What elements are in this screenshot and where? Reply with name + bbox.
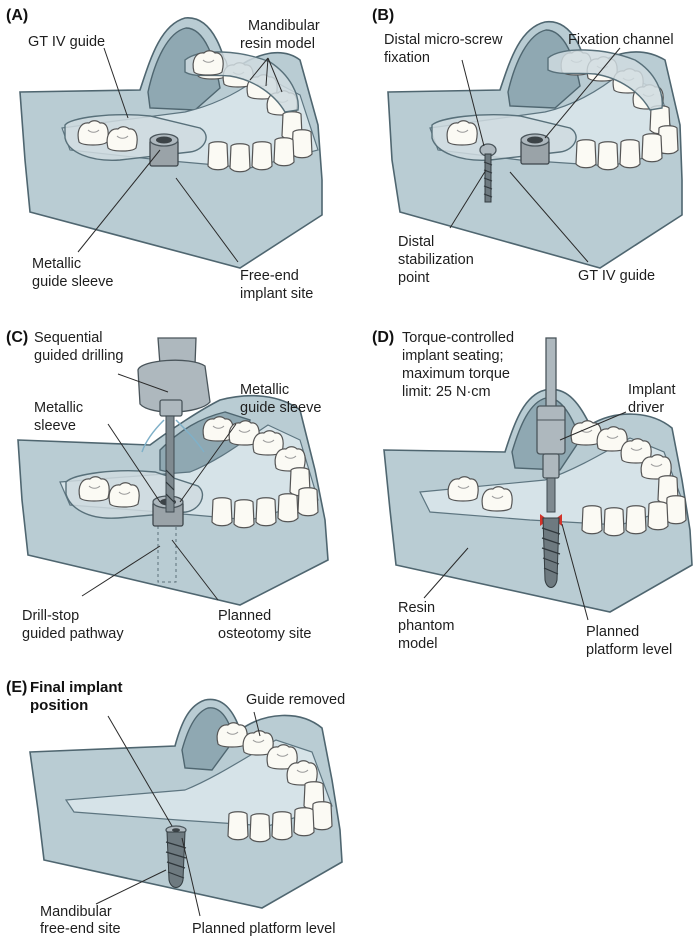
panel-c-leader-drill [117,373,169,393]
panel-d-label-torque-3: maximum torque [402,366,510,382]
panel-a-label-site-1: Free-end [240,268,299,284]
panel-b-tag: (B) [372,7,394,24]
panel-c-label-drill-1: Sequential [34,330,103,346]
panel-e-leader-removed [253,711,261,737]
panel-b: (B) [372,7,683,286]
panel-e: (E) [6,679,345,937]
panel-b-leader-channel [544,47,621,139]
panel-d-label-torque-4: limit: 25 N·cm [402,384,491,400]
panel-a-label-model-2: resin model [240,36,315,52]
panel-c-label-sleeve-2: sleeve [34,418,76,434]
panel-b-fixation-channel-sleeve [520,133,550,165]
panel-c-label-stop-1: Drill-stop [22,608,79,624]
panel-b-label-channel: Fixation channel [568,32,674,48]
panel-b-label-guide: GT IV guide [578,268,655,284]
panel-b-label-screw-2: fixation [384,50,430,66]
panel-d-leader-platform [561,523,589,621]
panel-a-leader-model [249,57,283,93]
panel-e-label-site-2: free-end site [40,921,121,937]
panel-e-label-removed: Guide removed [246,692,345,708]
panel-d: (D) [372,329,693,658]
panel-b-leader-guide [509,171,589,263]
panel-c-label-osteo-1: Planned [218,608,271,624]
panel-c-label-osteo-2: osteotomy site [218,626,312,642]
panel-e-label-platform: Planned platform level [192,921,335,937]
panel-d-label-platform-2: platform level [586,642,672,658]
panel-b-label-stab-2: stabilization [398,252,474,268]
panel-c: (C) [6,329,329,642]
panel-d-label-torque-2: implant seating; [402,348,504,364]
panel-e-label-site-1: Mandibular [40,904,112,920]
panel-a-tag: (A) [6,7,28,24]
panel-b-micro-screw [479,143,497,203]
panel-a-label-guide: GT IV guide [28,34,105,50]
panel-d-label-driver-2: driver [628,400,664,416]
panel-a-label-sleeve-1: Metallic [32,256,81,272]
panel-a-leader-guide [103,47,129,119]
panel-c-label-drill-2: guided drilling [34,348,123,364]
panel-a: (A) [6,7,323,302]
panel-e-final-implant [165,825,187,888]
panel-a-leader-site [175,177,239,263]
panel-e-leader-site [95,869,167,905]
panel-c-tag: (C) [6,329,28,346]
panel-e-label-final-2: position [30,697,88,714]
panel-c-leader-sleeve [107,423,161,503]
panel-a-metallic-sleeve [149,133,179,167]
panel-c-drill-handpiece [137,337,211,513]
panel-d-leader-phantom [423,547,469,599]
panel-d-label-phantom-2: phantom [398,618,454,634]
panel-a-label-site-2: implant site [240,286,313,302]
panel-b-label-stab-1: Distal [398,234,434,250]
panel-d-label-phantom-3: model [398,636,438,652]
panel-d-implant-driver [536,337,566,513]
panel-b-leader-stab [449,169,487,229]
panel-b-label-stab-3: point [398,270,429,286]
panel-c-label-gsleeve-1: Metallic [240,382,289,398]
panel-a-label-model-1: Mandibular [248,18,320,34]
panel-e-leader-platform [181,837,201,917]
panel-c-leader-stop [81,545,161,597]
panel-d-tag: (D) [372,329,394,346]
panel-d-leader-driver [559,411,627,441]
panel-a-label-sleeve-2: guide sleeve [32,274,113,290]
panel-e-tag: (E) [6,679,27,696]
panel-e-leader-final [107,715,173,827]
panel-c-leader-osteo [171,539,219,601]
panel-b-label-screw-1: Distal micro-screw [384,32,503,48]
panel-a-leader-sleeve [77,149,161,253]
panel-d-implant [540,514,562,588]
panel-d-label-driver-1: Implant [628,382,676,398]
panel-c-label-sleeve-1: Metallic [34,400,83,416]
panel-d-label-phantom-1: Resin [398,600,435,616]
panel-e-mandible-model [29,698,343,909]
panel-c-label-gsleeve-2: guide sleeve [240,400,321,416]
panel-c-leader-gsleeve [179,423,237,503]
panel-c-label-stop-2: guided pathway [22,626,124,642]
panel-d-label-platform-1: Planned [586,624,639,640]
panel-d-label-torque-1: Torque-controlled [402,330,514,346]
panel-e-label-final-1: Final implant [30,679,123,696]
panel-c-guided-pathway [157,520,177,583]
panel-b-leader-screw [461,59,485,147]
